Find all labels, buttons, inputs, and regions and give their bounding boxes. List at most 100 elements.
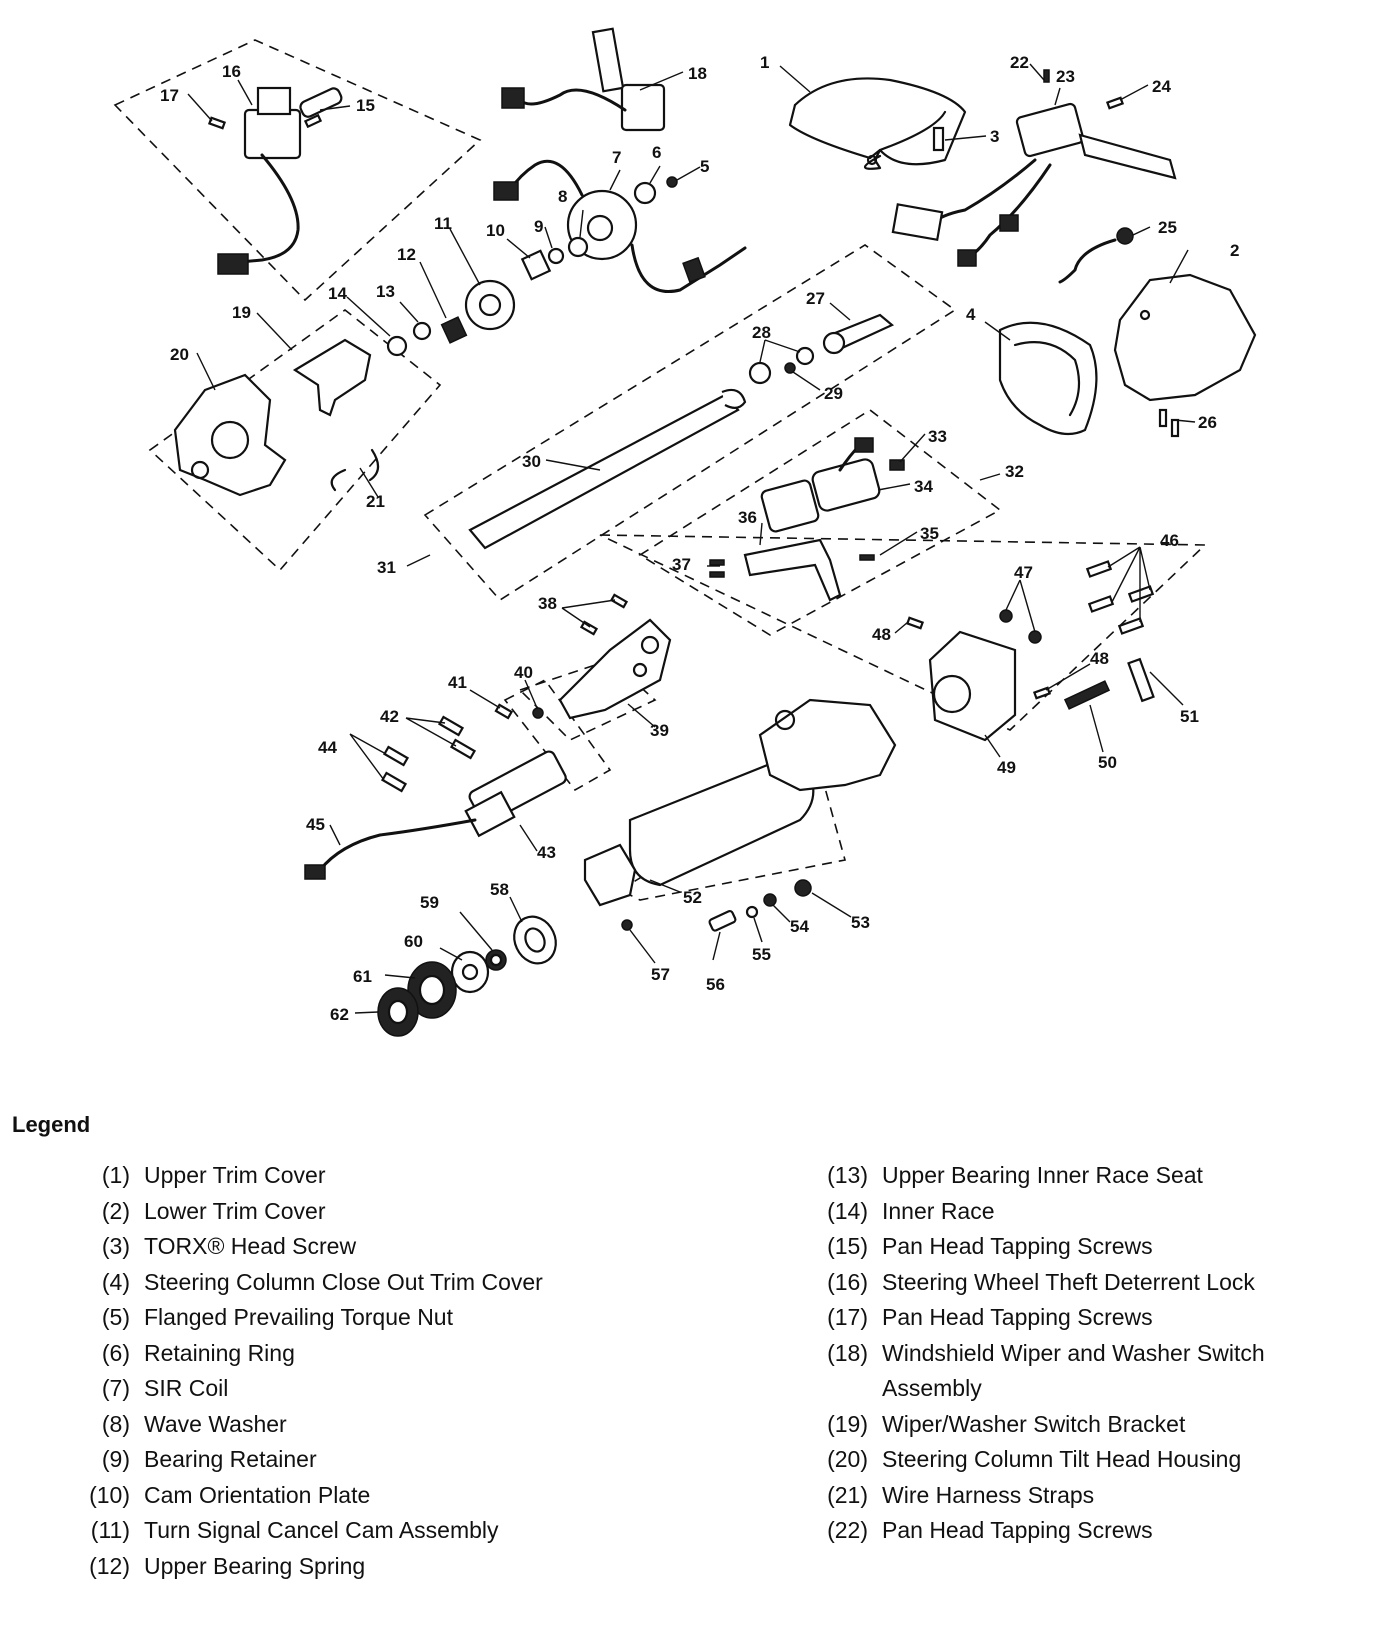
leader-lines xyxy=(187,63,1196,1014)
group-outline-lock-actuator xyxy=(638,409,1002,636)
screws-46 xyxy=(1085,560,1155,635)
torx-screw xyxy=(932,126,945,152)
callout-57: 57 xyxy=(651,965,670,984)
callout-20: 20 xyxy=(170,345,189,364)
pin-56 xyxy=(708,909,737,932)
legend-item: (17)Pan Head Tapping Screws xyxy=(790,1300,1350,1336)
group-outline-jacket xyxy=(599,534,1207,731)
callout-60: 60 xyxy=(404,932,423,951)
callout-17: 17 xyxy=(160,86,179,105)
legend-label: Wiper/Washer Switch Bracket xyxy=(882,1410,1186,1437)
legend-item: (1)Upper Trim Cover xyxy=(52,1158,742,1194)
legend-label: Steering Wheel Theft Deterrent Lock xyxy=(882,1268,1255,1295)
legend-label: SIR Coil xyxy=(144,1375,229,1401)
legend-number: (2) xyxy=(101,1197,130,1224)
exploded-parts-diagram: 1 2 3 4 5 6 7 8 9 10 11 12 13 14 15 16 1… xyxy=(113,27,1257,1037)
part-33 xyxy=(889,459,905,471)
legend-title: Legend xyxy=(12,1112,91,1137)
callout-43: 43 xyxy=(537,843,556,862)
turn-signal-cancel-cam xyxy=(464,279,516,331)
part-40 xyxy=(532,707,544,719)
callout-27: 27 xyxy=(806,289,825,308)
callout-48: 48 xyxy=(872,625,891,644)
legend-item: (20) Steering Column Tilt Head Housing xyxy=(790,1442,1350,1478)
theft-deterrent-lock xyxy=(217,86,302,275)
legend-item: (18)Windshield Wiper and Washer Switch A… xyxy=(790,1336,1350,1407)
legend-number: (14) xyxy=(827,1197,868,1224)
callout-62: 62 xyxy=(330,1005,349,1024)
callout-33: 33 xyxy=(928,427,947,446)
callout-29: 29 xyxy=(824,384,843,403)
callout-44: 44 xyxy=(318,738,337,757)
bearing-retainer xyxy=(547,247,565,265)
callout-61: 61 xyxy=(353,967,372,986)
callout-36: 36 xyxy=(738,508,757,527)
legend-label: Wire Harness Straps xyxy=(882,1481,1095,1508)
legend-number: (10) xyxy=(89,1481,130,1508)
screw-35 xyxy=(859,554,875,561)
pan-head-screw-22 xyxy=(1043,69,1050,83)
inner-race-seat xyxy=(412,321,432,341)
callout-28: 28 xyxy=(752,323,771,342)
inner-race xyxy=(386,335,408,357)
callout-9: 9 xyxy=(534,217,543,236)
legend-number: (13) xyxy=(827,1162,868,1188)
legend-label: Steering Column Close Out Trim Cover xyxy=(144,1268,543,1295)
callout-35: 35 xyxy=(920,524,939,543)
pin-57 xyxy=(621,919,633,931)
callout-59: 59 xyxy=(420,893,439,912)
legend-item: (12)Upper Bearing Spring xyxy=(52,1549,742,1585)
callout-31: 31 xyxy=(377,558,396,577)
legend-label: Steering Column Tilt Head Housing xyxy=(882,1446,1242,1472)
actuator-34 xyxy=(760,437,881,533)
callout-58: 58 xyxy=(490,880,509,899)
legend-label: Flanged Prevailing Torque Nut xyxy=(144,1304,453,1330)
callout-47: 47 xyxy=(1014,563,1033,582)
legend-item: (14)Inner Race xyxy=(790,1194,1350,1230)
callout-14: 14 xyxy=(328,284,347,303)
legend-item: (11)Turn Signal Cancel Cam Assembly xyxy=(52,1513,742,1549)
switch-43 xyxy=(464,750,567,838)
bolt-51 xyxy=(1127,657,1155,703)
callout-3: 3 xyxy=(990,127,999,146)
callout-labels: 1 2 3 4 5 6 7 8 9 10 11 12 13 14 15 16 1… xyxy=(160,53,1239,1024)
callout-6: 6 xyxy=(652,143,661,162)
bracket-36 xyxy=(743,538,842,602)
connector-25 xyxy=(1058,227,1134,284)
callout-5: 5 xyxy=(700,157,709,176)
callout-55: 55 xyxy=(752,945,771,964)
bearing-61 xyxy=(407,961,457,1019)
retaining-ring xyxy=(633,181,657,205)
screw-48 xyxy=(905,616,1052,700)
legend-number: (3) xyxy=(101,1233,130,1259)
callout-16: 16 xyxy=(222,62,241,81)
callout-30: 30 xyxy=(522,452,541,471)
legend-number: (20) xyxy=(827,1446,868,1472)
legend-number: (6) xyxy=(101,1339,130,1366)
legend-number: (15) xyxy=(827,1233,868,1259)
legend-number: (1) xyxy=(101,1162,130,1188)
group-outline-tilt-head xyxy=(148,308,442,572)
callout-50: 50 xyxy=(1098,753,1117,772)
callout-49: 49 xyxy=(997,758,1016,777)
legend-label: Turn Signal Cancel Cam Assembly xyxy=(144,1517,499,1543)
legend-label: Pan Head Tapping Screws xyxy=(882,1233,1153,1259)
upper-trim-cover xyxy=(788,77,967,170)
switch-assembly-23 xyxy=(891,102,1177,267)
callout-19: 19 xyxy=(232,303,251,322)
callout-34: 34 xyxy=(914,477,933,496)
legend-item: (2)Lower Trim Cover xyxy=(52,1194,742,1230)
screws-37 xyxy=(709,559,725,578)
cable-45 xyxy=(304,818,477,880)
shaft-30 xyxy=(468,388,747,550)
ring-59 xyxy=(485,949,507,971)
group-outline-shaft xyxy=(423,244,957,602)
close-out-trim-cover xyxy=(998,321,1098,436)
callout-52: 52 xyxy=(683,888,702,907)
screws-44 xyxy=(380,745,410,793)
callout-21: 21 xyxy=(366,492,385,511)
screw-24 xyxy=(1105,96,1125,110)
part-28 xyxy=(748,346,815,385)
legend-item: (5)Flanged Prevailing Torque Nut xyxy=(52,1300,742,1336)
legend-item: (10)Cam Orientation Plate xyxy=(52,1478,742,1514)
